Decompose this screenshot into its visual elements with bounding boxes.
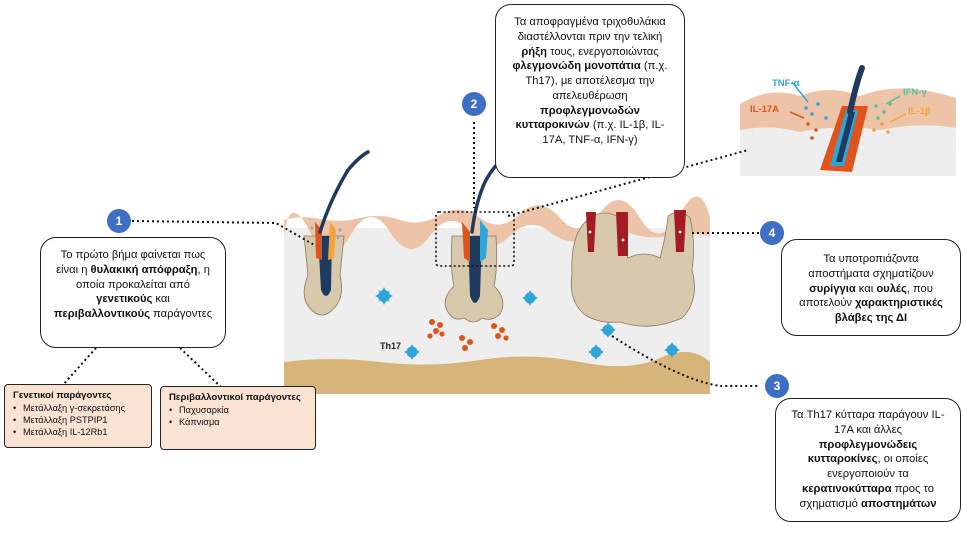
connector-lines	[61, 122, 760, 389]
callout-step-3: Τα Th17 κύτταρα παράγουν IL-17A και άλλε…	[775, 398, 961, 522]
th17-cells	[375, 287, 680, 360]
cytokine-il17-label: IL-17A	[750, 104, 780, 115]
step-badge-3: 3	[765, 374, 789, 398]
callout-step-1: Το πρώτο βήμα φαίνεται πως είναι η θυλακ…	[40, 237, 226, 348]
zoom-inset	[740, 65, 956, 176]
subcutis-layer	[284, 351, 710, 394]
environmental-factors-list: Παχυσαρκία Κάπνισμα	[169, 405, 308, 429]
callout-step-4: Τα υποτροπιάζοντα αποστήματα σχηματίζουν…	[781, 239, 961, 336]
list-item: Μετάλλαξη γ-σεκρετάσης	[13, 403, 144, 415]
cytokine-tnf-label: TNF-α	[772, 78, 800, 89]
genetic-factors-list: Μετάλλαξη γ-σεκρετάσης Μετάλλαξη PSTPIP1…	[13, 403, 144, 438]
step-badge-1: 1	[107, 209, 131, 233]
genetic-factors-title: Γενετικοί παράγοντες	[13, 390, 112, 401]
cytokine-ifn-label: IFN-γ	[903, 87, 927, 98]
neutrophil-clusters	[427, 319, 509, 351]
list-item: Παχυσαρκία	[169, 405, 308, 417]
hair-follicle-occluded	[303, 150, 370, 316]
environmental-factors-box: Περιβαλλοντικοί παράγοντες Παχυσαρκία Κά…	[160, 386, 316, 450]
list-item: Μετάλλαξη PSTPIP1	[13, 415, 144, 427]
zoom-region	[435, 211, 515, 267]
step-badge-2: 2	[462, 92, 486, 116]
list-item: Κάπνισμα	[169, 417, 308, 429]
hair-follicle-ruptured	[444, 158, 504, 323]
cytokine-il1-label: IL-1β	[908, 106, 931, 117]
genetic-factors-box: Γενετικοί παράγοντες Μετάλλαξη γ-σεκρετά…	[4, 384, 152, 448]
callout-step-2: Τα αποφραγμένα τριχοθυλάκια διαστέλλοντα…	[495, 4, 685, 178]
th17-label: Th17	[380, 341, 402, 351]
list-item: Μετάλλαξη IL-12Rb1	[13, 427, 144, 439]
sinus-tract	[570, 210, 695, 327]
step-badge-4: 4	[760, 221, 784, 245]
environmental-factors-title: Περιβαλλοντικοί παράγοντες	[169, 392, 301, 403]
